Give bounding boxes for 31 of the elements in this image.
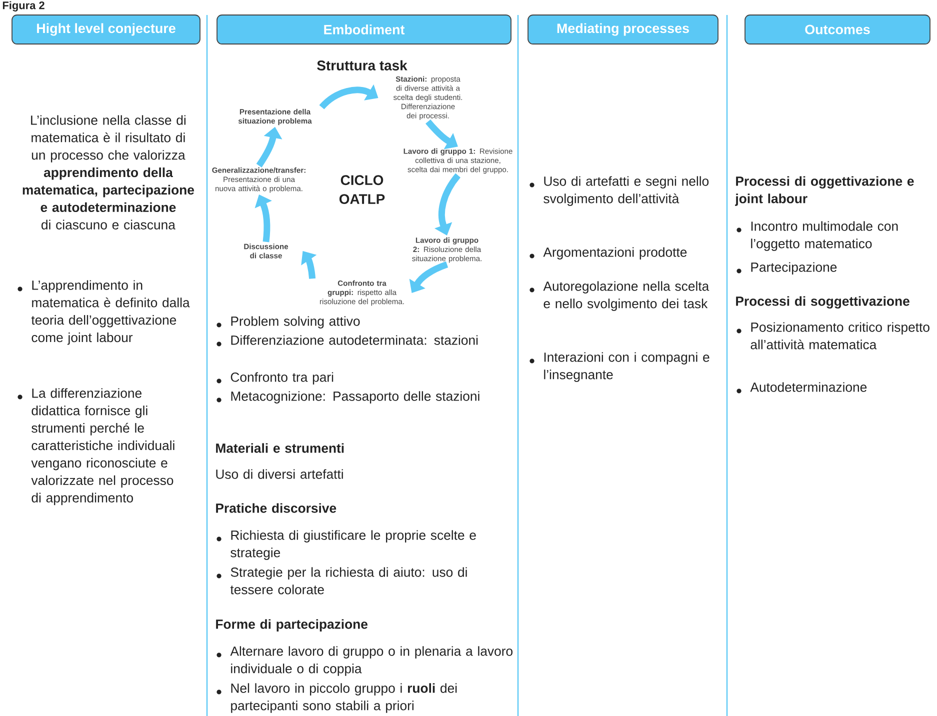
bullet-item: Richiesta di giustificare le proprie scelte e strategie: [216, 530, 476, 560]
bullet-item: Uso di artefatti e segni nello svolgimento dell’attività: [530, 176, 709, 206]
bullet-item: Confronto tra pari: [216, 372, 334, 384]
bullet-item: L’apprendimento in matematica è definito dalla teoria dell’oggettivazione come joint labour: [18, 280, 190, 345]
header-box: Outcomes: [744, 14, 930, 44]
bullet-item: Argomentazioni prodotte: [530, 247, 687, 260]
bullet-item: Partecipazione: [736, 262, 837, 274]
section-heading: Processi di oggettivazione e joint labour: [735, 176, 914, 206]
section-heading: Processi di soggettivazione: [736, 296, 910, 308]
bullet-item: Differenziazione autodeterminata: stazioni: [216, 335, 478, 346]
bullet-item: Metacognizione: Passaporto delle stazioni: [216, 391, 480, 404]
body-text: Uso di diversi artefatti: [216, 469, 343, 479]
header-box: Mediating processes: [528, 14, 718, 44]
bullet-item: La differenziazione didattica fornisce gli strumenti perché le caratteristiche individuali vengano riconosciute e valorizzate nel processo di apprendimento: [18, 388, 174, 506]
bullet-item: Problem solving attivo: [216, 316, 360, 328]
bullet-item: Autodeterminazione: [736, 382, 867, 394]
header-box: Embodiment: [216, 14, 512, 44]
cycle-name: CICLO OATLP: [339, 175, 385, 204]
bullet-item: Posizionamento critico rispetto all’attività matematica: [736, 322, 930, 350]
chart-title: Struttura task: [317, 60, 408, 70]
figure-title: Figura 2: [2, 1, 44, 12]
bullet-item: Nel lavoro in piccolo gruppo i ruoli dei partecipanti sono stabili a priori: [216, 683, 457, 713]
bullet-item: Interazioni con i compagni e l’insegnante: [530, 352, 710, 382]
bullet-item: Autoregolazione nella scelta e nello svolgimento dei task: [530, 281, 710, 311]
section-heading: Forme di partecipazione: [216, 619, 368, 632]
section-heading: Pratiche discorsive: [216, 503, 336, 513]
conjecture-text: L’inclusione nella classe di matematica è il risultato di un processo che valorizza apprendimento della matematica, partecipazione e autodeterminazione di ciascuno e ciascuna: [22, 115, 194, 230]
bullet-item: Incontro multimodale con l’oggetto matematico: [736, 221, 898, 251]
bullet-item: Strategie per la richiesta di aiuto: uso di tessere colorate: [216, 567, 467, 594]
header-box: Hight level conjecture: [12, 14, 200, 44]
section-heading: Materiali e strumenti: [216, 443, 344, 453]
